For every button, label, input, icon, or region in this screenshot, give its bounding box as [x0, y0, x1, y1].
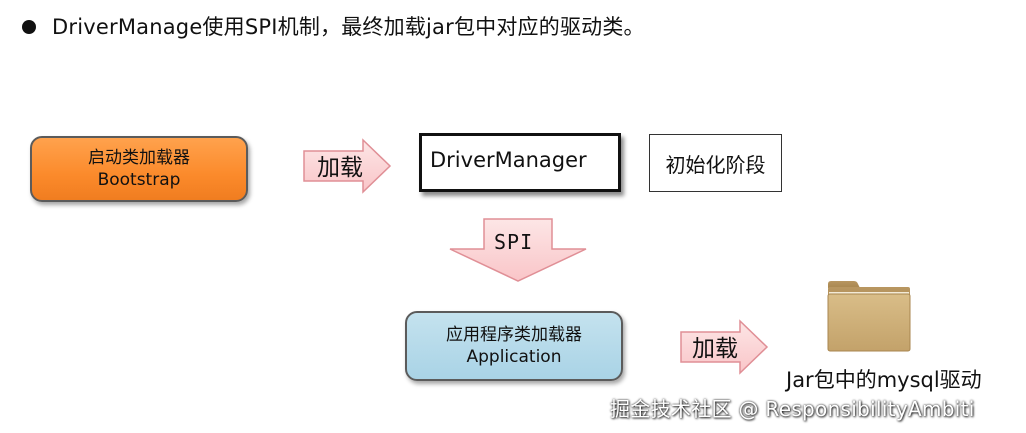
application-loader-box: 应用程序类加载器 Application	[405, 311, 623, 381]
header-text: DriverManage使用SPI机制，最终加载jar包中对应的驱动类。	[52, 15, 645, 39]
bootstrap-loader-subtitle: Bootstrap	[97, 170, 181, 190]
spi-arrow	[449, 218, 587, 282]
folder-icon	[827, 281, 911, 352]
load-arrow-1-shape	[303, 138, 392, 194]
bootstrap-loader-title: 启动类加载器	[88, 148, 190, 168]
application-loader-subtitle: Application	[466, 347, 562, 367]
init-stage-box: 初始化阶段	[649, 134, 782, 192]
drivermanager-label: DriverManager	[430, 148, 587, 172]
load-arrow-1	[303, 138, 392, 194]
load-arrow-1-label: 加载	[317, 155, 363, 181]
spi-arrow-label: SPI	[494, 230, 534, 254]
load-arrow-2-shape	[680, 319, 769, 375]
drivermanager-box: DriverManager	[419, 133, 621, 192]
spi-arrow-shape	[449, 218, 587, 282]
load-arrow-2	[680, 319, 769, 375]
init-stage-label: 初始化阶段	[665, 152, 766, 177]
load-arrow-2-label: 加载	[692, 336, 738, 362]
jar-folder-caption: Jar包中的mysql驱动	[786, 368, 982, 392]
application-loader-title: 应用程序类加载器	[446, 325, 582, 345]
bootstrap-loader-box: 启动类加载器 Bootstrap	[30, 136, 248, 202]
bullet-dot	[22, 20, 36, 34]
watermark: 掘金技术社区 @ ResponsibilityAmbiti	[610, 397, 975, 421]
